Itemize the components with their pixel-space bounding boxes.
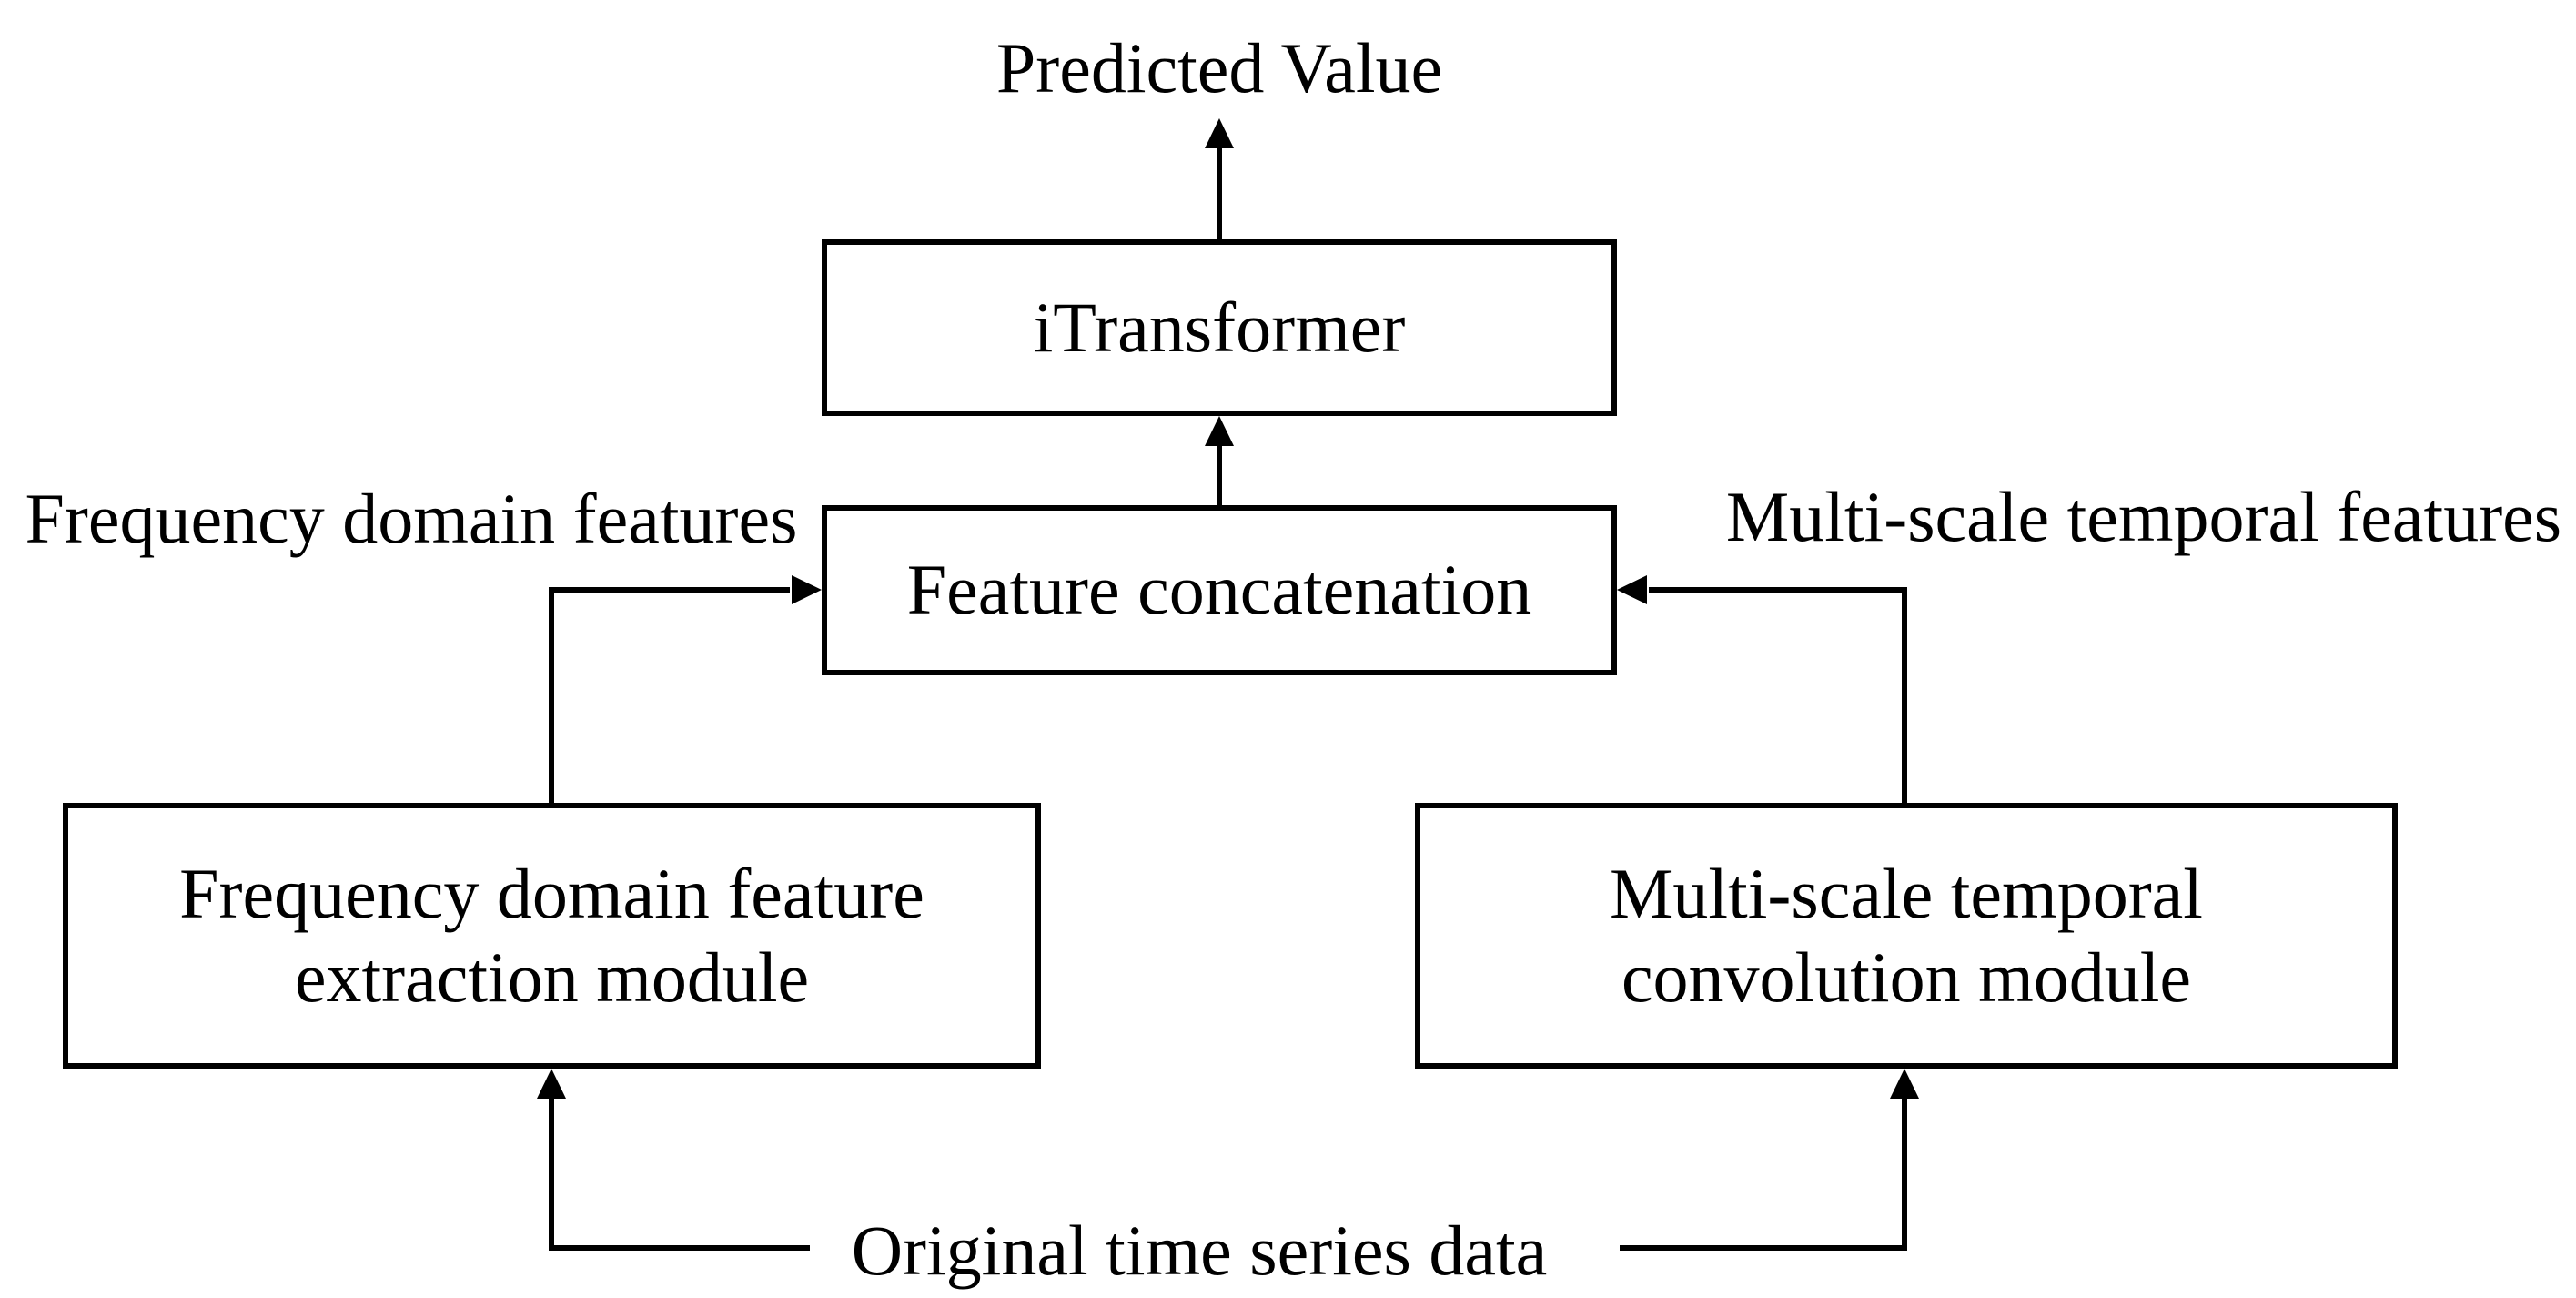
arrowhead-right-icon: [792, 575, 822, 604]
temporal-module-line2: convolution module: [1621, 938, 2192, 1017]
temporal-features-edge-label: Multi-scale temporal features: [1725, 477, 2562, 557]
frequency-module-line2: extraction module: [294, 938, 810, 1017]
arrow-concat-to-itransformer: [1205, 416, 1234, 505]
feature-concatenation-box: Feature concatenation: [822, 505, 1617, 675]
itransformer-box: iTransformer: [822, 239, 1617, 416]
frequency-module-line1: Frequency domain feature: [179, 853, 924, 933]
temporal-module-line1: Multi-scale temporal: [1610, 853, 2203, 933]
arrowhead-left-icon: [1617, 575, 1647, 604]
arrowhead-up-icon: [1890, 1069, 1919, 1099]
arrowhead-up-icon: [1205, 118, 1234, 148]
arrow-input-to-temporal-module: [1620, 1069, 1919, 1251]
temporal-module-box: Multi-scale temporal convolution module: [1415, 803, 2398, 1069]
frequency-module-box: Frequency domain feature extraction modu…: [63, 803, 1041, 1069]
elbow-line: [549, 1097, 810, 1251]
arrow-temporal-module-to-concat: [1617, 575, 1907, 803]
itransformer-label: iTransformer: [1033, 287, 1406, 367]
predicted-value-label: Predicted Value: [995, 28, 1443, 108]
elbow-line: [1620, 1097, 1907, 1251]
arrow-input-to-freq-module: [537, 1069, 810, 1251]
elbow-line: [549, 587, 790, 803]
frequency-features-edge-label: Frequency domain features: [25, 479, 798, 559]
arrowhead-up-icon: [1205, 416, 1234, 446]
arrow-itransformer-to-output: [1205, 118, 1234, 239]
arrow-freq-module-to-concat: [549, 575, 822, 803]
feature-concatenation-label: Feature concatenation: [906, 550, 1532, 630]
arrowhead-up-icon: [537, 1069, 566, 1099]
original-data-label: Original time series data: [851, 1211, 1548, 1291]
elbow-line: [1649, 587, 1907, 803]
